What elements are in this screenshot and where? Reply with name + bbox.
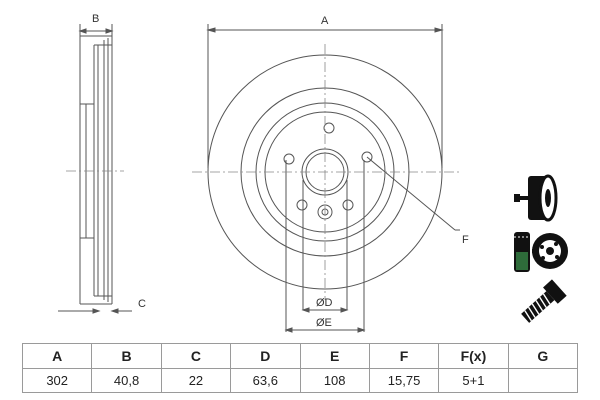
table-cell-b: 40,8 bbox=[91, 368, 162, 393]
table-cell-d: 63,6 bbox=[230, 368, 301, 393]
table-cell-f: 15,75 bbox=[368, 368, 440, 393]
table-row: 302 40,8 22 63,6 108 15,75 5+1 bbox=[21, 368, 579, 393]
table-header-g: G bbox=[507, 343, 579, 369]
table-header-f: F bbox=[368, 343, 440, 369]
technical-drawing: B C bbox=[58, 13, 568, 333]
table-header-row: A B C D E F F(x) G bbox=[21, 343, 579, 369]
table-cell-a: 302 bbox=[21, 368, 93, 393]
table-header-e: E bbox=[299, 343, 370, 369]
table-cell-e: 108 bbox=[299, 368, 370, 393]
measuring-gauge-icon bbox=[514, 232, 568, 272]
disc-side-view bbox=[58, 24, 132, 314]
table-header-b: B bbox=[91, 343, 162, 369]
table-header-d: D bbox=[230, 343, 301, 369]
table-cell-g bbox=[507, 368, 579, 393]
table-header-c: C bbox=[160, 343, 232, 369]
dimension-label-a: A bbox=[321, 15, 329, 27]
dimension-label-f: F bbox=[462, 234, 469, 246]
dimension-label-d: ØD bbox=[316, 297, 333, 309]
brake-disc-inspection-icon bbox=[514, 174, 558, 222]
dimension-label-b: B bbox=[92, 13, 99, 25]
table-cell-c: 22 bbox=[160, 368, 232, 393]
dimension-label-c: C bbox=[138, 298, 146, 310]
table-cell-fx: 5+1 bbox=[438, 368, 509, 393]
mounting-screw-icon bbox=[521, 279, 567, 323]
dimension-label-e: ØE bbox=[316, 317, 332, 329]
disc-front-view bbox=[206, 24, 460, 333]
table-header-fx: F(x) bbox=[438, 343, 509, 369]
front-center-lines bbox=[192, 44, 460, 300]
table-header-a: A bbox=[21, 343, 93, 369]
specification-table: A B C D E F F(x) G 302 40,8 22 63,6 108 … bbox=[21, 343, 579, 393]
